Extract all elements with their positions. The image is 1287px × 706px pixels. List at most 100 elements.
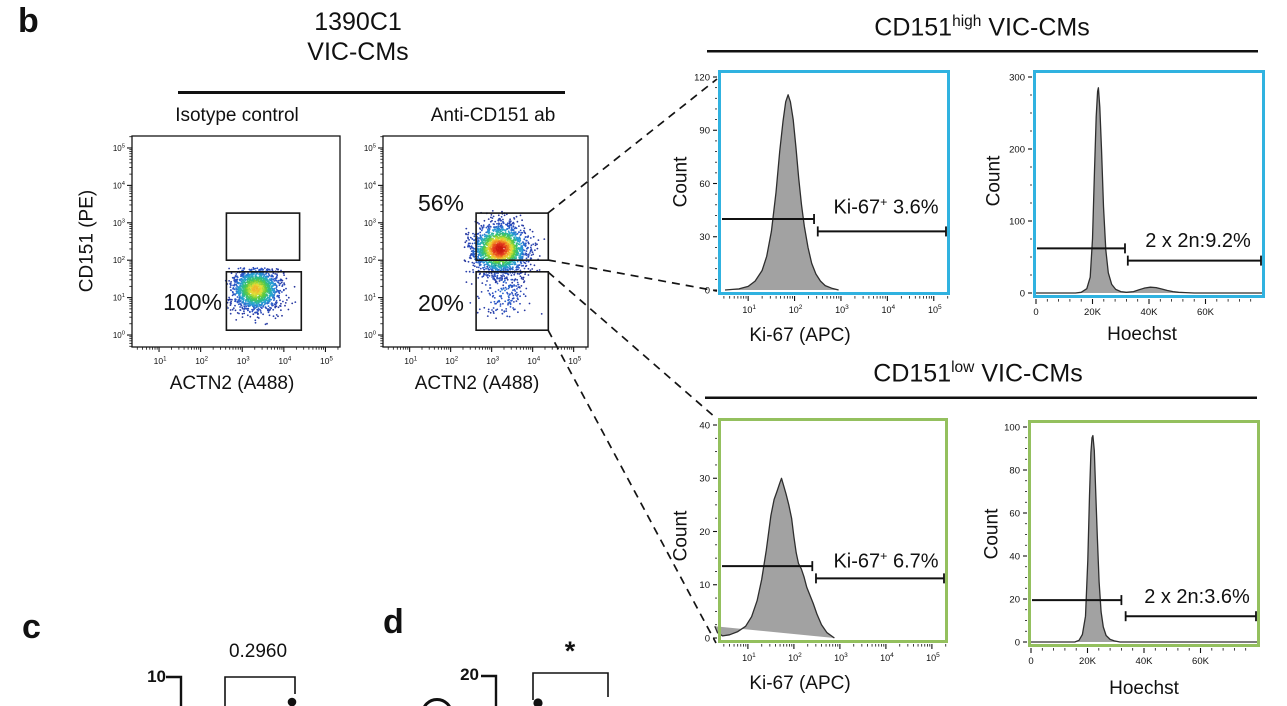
svg-text:105: 105 [364, 144, 376, 153]
svg-text:104: 104 [364, 181, 377, 190]
actn2-axis-label-anti: ACTN2 (A488) [414, 373, 540, 394]
title-rest: VIC-CMs [981, 13, 1090, 42]
count-axis-label-hoechst-low: Count [981, 508, 1003, 560]
svg-text:0: 0 [1015, 637, 1020, 648]
title-underlines [178, 50, 1258, 399]
svg-text:103: 103 [835, 304, 849, 315]
svg-text:102: 102 [195, 355, 208, 366]
count-axis-label-ki67-high: Count [670, 156, 692, 208]
svg-text:40: 40 [1009, 551, 1020, 562]
hoechst-axis-label-low: Hoechst [1109, 678, 1179, 699]
svg-text:100: 100 [1009, 216, 1025, 227]
svg-text:103: 103 [486, 355, 499, 366]
svg-text:101: 101 [742, 652, 756, 663]
title-rest: VIC-CMs [974, 359, 1083, 388]
hoechst-axis-label-high: Hoechst [1107, 324, 1177, 345]
svg-text:102: 102 [113, 256, 125, 265]
histogram-border [1028, 420, 1260, 647]
svg-text:101: 101 [113, 293, 125, 302]
title-superscript: low [951, 359, 975, 376]
svg-text:300: 300 [1009, 72, 1025, 83]
gate-label-base: 2 x 2n:9.2% [1145, 230, 1251, 252]
ki67-apc-axis-label-high: Ki-67 (APC) [749, 325, 851, 346]
gate-label-base: Ki-67 [833, 550, 881, 573]
panel-d-partial-axis-glyph [423, 698, 451, 706]
panel-c-ytick: 10 [147, 667, 166, 686]
svg-text:30: 30 [699, 232, 710, 243]
panel-d-significance-bracket [532, 672, 609, 700]
panel-c-significance-bracket [224, 676, 296, 706]
panel-c-data-point [287, 697, 297, 706]
svg-text:104: 104 [882, 304, 896, 315]
svg-text:60: 60 [1009, 508, 1020, 519]
panel-d-data-point [533, 698, 543, 706]
panel-c-pvalue: 0.2960 [228, 641, 288, 662]
gate-connector-lines [547, 78, 718, 644]
svg-text:105: 105 [568, 355, 581, 366]
panel-d-significance-star: * [564, 636, 576, 666]
anti-cd151-column-label: Anti-CD151 ab [430, 105, 556, 126]
svg-text:0: 0 [1028, 656, 1033, 667]
svg-text:0: 0 [1033, 307, 1038, 318]
svg-text:60: 60 [699, 179, 710, 190]
svg-text:103: 103 [237, 355, 250, 366]
ki67-high-gate-label: Ki-67+ 3.6% [833, 196, 938, 218]
panel-d-label: d [383, 603, 404, 641]
svg-text:102: 102 [364, 256, 376, 265]
svg-text:20: 20 [1009, 594, 1020, 605]
cd151-pe-axis-label: CD151 (PE) [76, 189, 98, 293]
svg-text:0: 0 [1020, 288, 1025, 299]
isotype-gate-percent: 100% [163, 289, 222, 315]
panel-c-label: c [22, 608, 41, 646]
panel-d-ytick: 20 [460, 665, 479, 684]
svg-text:0: 0 [705, 285, 710, 296]
svg-text:101: 101 [404, 355, 417, 366]
svg-text:101: 101 [364, 293, 376, 302]
svg-text:30: 30 [699, 474, 710, 485]
svg-text:60K: 60K [1197, 307, 1215, 318]
gate-label-value: 6.7% [887, 550, 939, 573]
svg-text:102: 102 [445, 355, 458, 366]
svg-text:104: 104 [880, 652, 894, 663]
cd151-low-group-title: CD151low VIC-CMs [873, 360, 1082, 386]
svg-text:105: 105 [113, 144, 125, 153]
svg-text:104: 104 [278, 355, 291, 366]
title-base: CD151 [874, 13, 953, 42]
histogram-border [718, 70, 950, 295]
svg-text:60K: 60K [1192, 656, 1210, 667]
svg-text:90: 90 [699, 126, 710, 137]
svg-text:105: 105 [926, 652, 940, 663]
title-superscript: high [952, 13, 982, 30]
gate-label-superscript: + [880, 195, 888, 209]
count-axis-label-ki67-low: Count [670, 510, 692, 562]
cd151-high-percent: 56% [417, 190, 465, 216]
histogram-border [718, 418, 948, 643]
svg-text:102: 102 [788, 652, 802, 663]
hoechst-low-gate-label: 2 x 2n:3.6% [1144, 587, 1250, 607]
panel-b-label: b [18, 2, 39, 40]
panel-c-d-stubs [166, 672, 609, 706]
svg-text:101: 101 [742, 304, 756, 315]
svg-text:200: 200 [1009, 144, 1025, 155]
svg-text:10: 10 [699, 580, 710, 591]
svg-text:101: 101 [154, 355, 167, 366]
svg-text:103: 103 [364, 218, 376, 227]
svg-text:120: 120 [694, 72, 710, 83]
ki67-low-gate-label: Ki-67+ 6.7% [833, 550, 938, 572]
svg-text:103: 103 [113, 218, 125, 227]
isotype-column-label: Isotype control [175, 105, 299, 126]
svg-text:0: 0 [705, 633, 710, 644]
cell-line-title: 1390C1 [314, 8, 402, 36]
svg-text:100: 100 [1004, 422, 1020, 433]
svg-text:104: 104 [113, 181, 126, 190]
svg-text:100: 100 [113, 331, 125, 340]
actn2-axis-label-isotype: ACTN2 (A488) [169, 373, 295, 394]
cell-type-title: VIC-CMs [307, 38, 409, 66]
